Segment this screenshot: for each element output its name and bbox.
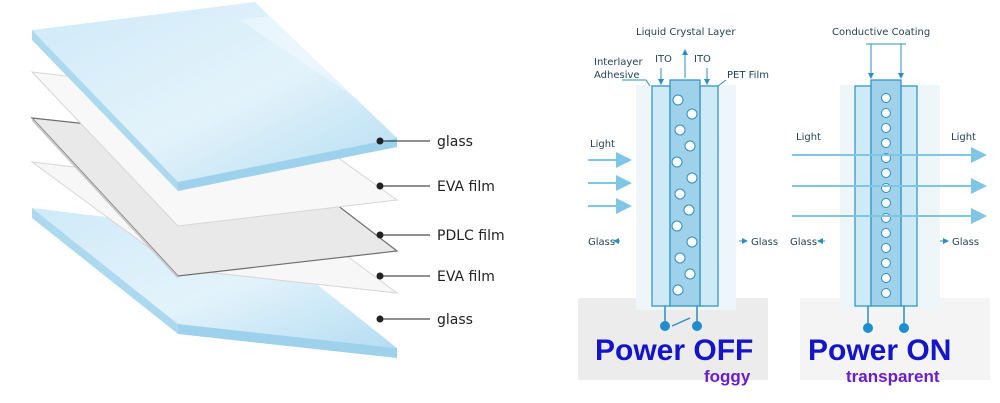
on-base-shade [800, 298, 990, 380]
interlayer-label-line2: Adhesive [594, 70, 640, 81]
off-glass-right-label: Glass [751, 237, 778, 248]
layer-label-pdlc: PDLC film [437, 228, 505, 244]
layer-stack: glass EVA film PDLC film EVA film glass [30, 2, 505, 358]
interlayer-label-line1: Interlayer [594, 57, 643, 68]
on-light-arrows [792, 147, 987, 224]
ito-left-label: ITO [655, 54, 672, 65]
off-light-arrows [588, 152, 632, 214]
on-glass-right-label: Glass [952, 237, 979, 248]
off-switch-circuit [660, 306, 702, 331]
glass-bottom-sheet [32, 208, 397, 358]
off-glass-right [699, 85, 719, 307]
on-glass-left [854, 85, 872, 307]
power-off-state: foggy [704, 367, 751, 386]
conductive-coating-label: Conductive Coating [832, 27, 930, 38]
pet-film-label: PET Film [727, 70, 769, 81]
annotation-leaders [613, 43, 949, 244]
layer-label-glass-bottom: glass [437, 312, 473, 328]
liquid-crystal-layer-label: Liquid Crystal Layer [636, 27, 736, 38]
on-circuit [863, 306, 909, 333]
on-light-right-label: Light [951, 132, 976, 143]
ito-right-label: ITO [694, 54, 711, 65]
power-off-panel [588, 79, 719, 331]
layer-label-eva-upper: EVA film [437, 179, 495, 195]
off-light-label: Light [590, 139, 615, 150]
layer-label-glass-top: glass [437, 134, 473, 150]
power-off-caption: Power OFF [595, 334, 753, 367]
off-glass-left [651, 85, 671, 307]
on-droplets [881, 93, 891, 298]
off-glass-left-label: Glass [588, 237, 615, 248]
on-light-left-label: Light [796, 132, 821, 143]
power-on-panel [792, 79, 987, 333]
on-glass-right [900, 85, 918, 307]
off-droplets [671, 94, 698, 296]
on-glass-left-label: Glass [790, 237, 817, 248]
off-base-shade [578, 298, 768, 380]
leader-lines [376, 137, 430, 323]
power-on-state: transparent [846, 367, 940, 386]
layer-label-eva-lower: EVA film [437, 269, 495, 285]
glass-top-sheet [32, 2, 397, 191]
power-on-caption: Power ON [808, 334, 951, 367]
